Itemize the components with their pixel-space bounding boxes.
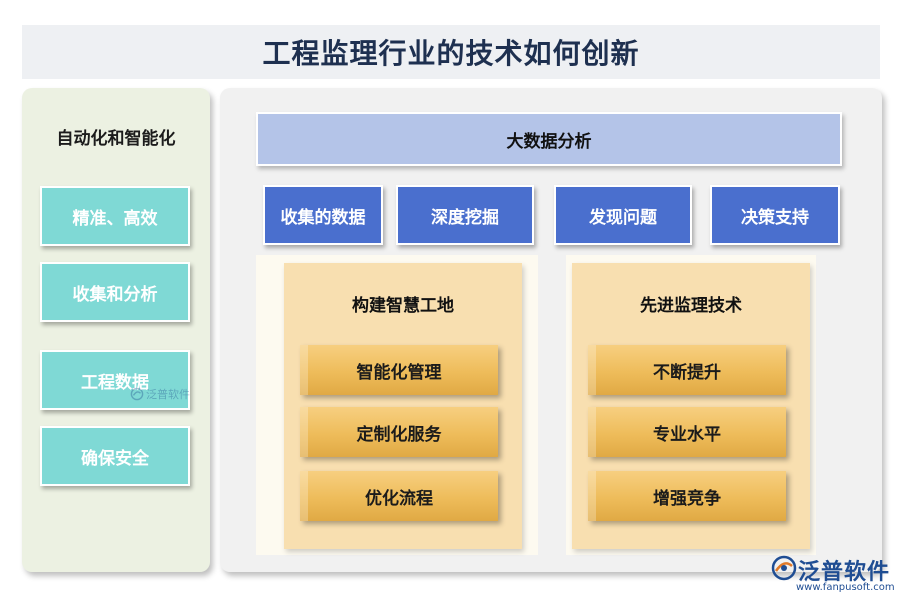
watermark-text: 泛普软件 — [146, 388, 190, 401]
group-item: 智能化管理 — [300, 345, 498, 395]
watermark: 泛普软件 — [130, 386, 190, 402]
big-data-bar: 大数据分析 — [256, 112, 842, 166]
left-heading: 自动化和智能化 — [56, 129, 176, 149]
group-item: 优化流程 — [300, 471, 498, 521]
fanpu-logo-icon — [771, 555, 797, 581]
group-item: 不断提升 — [588, 345, 786, 395]
group-item: 专业水平 — [588, 407, 786, 457]
step-deep-mining: 深度挖掘 — [396, 185, 534, 245]
left-panel: 自动化和智能化 精准、高效 收集和分析 工程数据 确保安全 — [22, 88, 210, 572]
title-bar: 工程监理行业的技术如何创新 — [22, 25, 880, 79]
left-item-safety: 确保安全 — [40, 426, 190, 486]
group-advanced-tech: 先进监理技术 不断提升 专业水平 增强竞争 — [566, 255, 816, 555]
left-item-collect: 收集和分析 — [40, 262, 190, 322]
group-title: 先进监理技术 — [640, 296, 742, 316]
group-item: 定制化服务 — [300, 407, 498, 457]
group-smart-site: 构建智慧工地 智能化管理 定制化服务 优化流程 — [256, 255, 538, 555]
step-collected-data: 收集的数据 — [263, 185, 383, 245]
step-decision-support: 决策支持 — [710, 185, 840, 245]
brand-logo: 泛普软件 www.fanpusoft.com — [770, 552, 895, 598]
brand-name: 泛普软件 — [798, 560, 891, 585]
group-title: 构建智慧工地 — [352, 296, 454, 316]
step-find-problems: 发现问题 — [554, 185, 692, 245]
group-smart-site-card: 构建智慧工地 智能化管理 定制化服务 优化流程 — [284, 263, 522, 549]
fanpu-logo-icon — [130, 387, 144, 401]
page-title: 工程监理行业的技术如何创新 — [262, 37, 640, 70]
group-item: 增强竞争 — [588, 471, 786, 521]
left-item-precise: 精准、高效 — [40, 186, 190, 246]
left-item-engineering-data: 工程数据 — [40, 350, 190, 410]
group-advanced-tech-card: 先进监理技术 不断提升 专业水平 增强竞争 — [572, 263, 810, 549]
brand-url: www.fanpusoft.com — [796, 582, 895, 593]
main-panel: 大数据分析 收集的数据 深度挖掘 发现问题 决策支持 构建智慧工地 智能化管理 … — [220, 88, 882, 572]
